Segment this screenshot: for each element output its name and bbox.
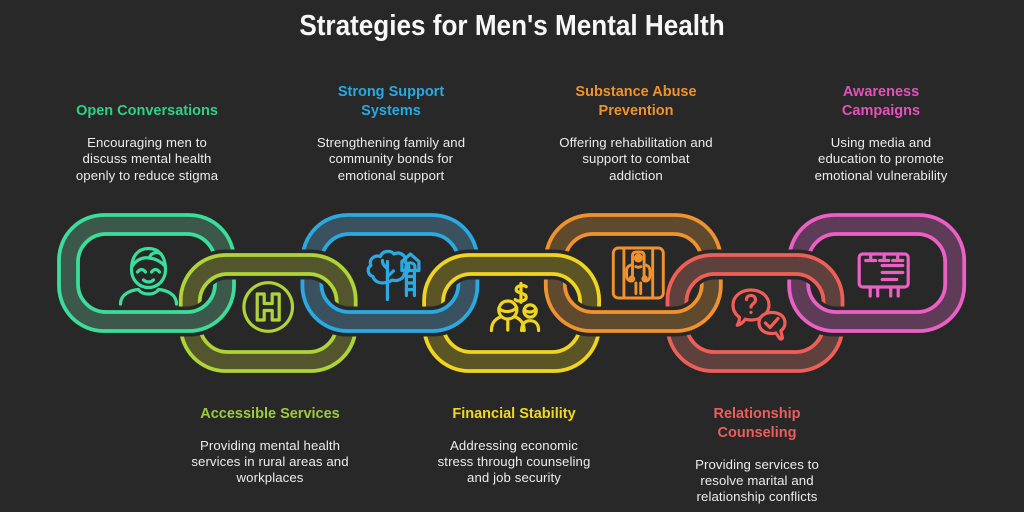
item-description: Providing services to resolve marital an… bbox=[695, 456, 819, 505]
item-heading: Financial Stability bbox=[452, 406, 576, 422]
item-description: Addressing economic stress through couns… bbox=[437, 437, 591, 486]
chain-link-awareness-campaigns bbox=[787, 291, 966, 333]
chain-link-strong-support-systems bbox=[300, 291, 480, 333]
chat-bubbles-icon bbox=[731, 288, 787, 341]
item-block-financial-stability: Financial Stability Addressing economic … bbox=[404, 405, 624, 487]
item-description: Providing mental health services in rura… bbox=[191, 437, 349, 486]
chain-link-accessible-services bbox=[178, 253, 358, 373]
item-block-relationship-counseling: Relationship Counseling Providing servic… bbox=[647, 405, 867, 506]
item-block-awareness-campaigns: Awareness Campaigns Using media and educ… bbox=[771, 80, 991, 184]
hospital-icon bbox=[242, 281, 295, 333]
chain-link-open-conversations bbox=[57, 291, 236, 333]
item-heading: Strong Support Systems bbox=[337, 84, 445, 119]
item-heading: Substance Abuse Prevention bbox=[575, 84, 697, 119]
chain-link-financial-stability bbox=[422, 253, 601, 373]
chain-link-substance-abuse-prevention bbox=[544, 291, 723, 333]
money-people-icon bbox=[489, 281, 541, 333]
item-description: Offering rehabilitation and support to c… bbox=[559, 135, 713, 183]
treehouse-icon bbox=[366, 249, 421, 302]
item-heading: Relationship Counseling bbox=[713, 406, 801, 441]
item-block-strong-support-systems: Strong Support Systems Strengthening fam… bbox=[281, 80, 501, 184]
item-block-substance-abuse-prevention: Substance Abuse Prevention Offering reha… bbox=[526, 80, 746, 184]
page-title: Strategies for Men's Mental Health bbox=[299, 10, 725, 42]
item-description: Using media and education to promote emo… bbox=[814, 135, 948, 183]
person-icon bbox=[118, 246, 179, 306]
prison-icon bbox=[611, 246, 665, 300]
chain-link-relationship-counseling bbox=[665, 253, 845, 373]
item-description: Encouraging men to discuss mental health… bbox=[75, 135, 219, 183]
item-heading: Accessible Services bbox=[200, 406, 340, 422]
item-block-accessible-services: Accessible Services Providing mental hea… bbox=[160, 405, 380, 487]
item-heading: Awareness Campaigns bbox=[841, 84, 921, 119]
item-block-open-conversations: Open Conversations Encouraging men to di… bbox=[37, 80, 257, 184]
billboard-icon bbox=[857, 252, 910, 298]
item-description: Strengthening family and community bonds… bbox=[316, 135, 466, 183]
item-heading: Open Conversations bbox=[76, 103, 218, 119]
